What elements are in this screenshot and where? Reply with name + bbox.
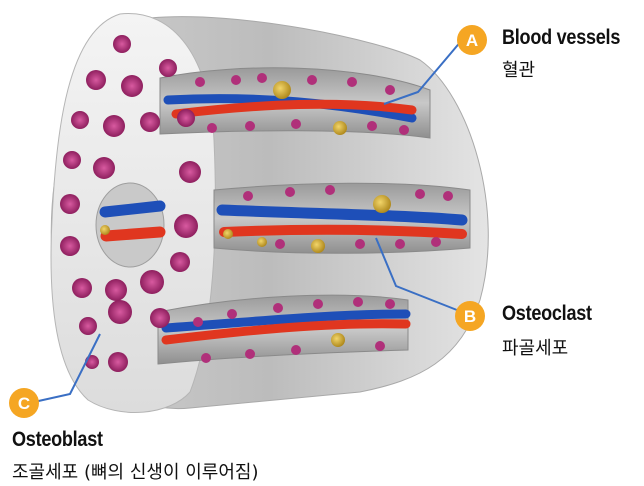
badge-c: C: [18, 394, 30, 413]
badge-b: B: [464, 307, 476, 326]
label-c-title: Osteoblast: [12, 428, 103, 452]
label-a-subtitle: 혈관: [502, 56, 535, 82]
label-b-subtitle: 파골세포: [502, 334, 568, 360]
vessel-artery-middle: [224, 230, 462, 234]
osteoclast-cell: [100, 225, 110, 235]
central-canal: [96, 183, 164, 267]
label-c-subtitle: 조골세포 (뼈의 신생이 이루어짐): [12, 458, 259, 484]
label-b-title: Osteoclast: [502, 302, 592, 326]
central-artery: [106, 232, 160, 236]
central-vein: [105, 206, 160, 212]
badge-a: A: [466, 31, 478, 50]
label-a-title: Blood vessels: [502, 26, 620, 50]
